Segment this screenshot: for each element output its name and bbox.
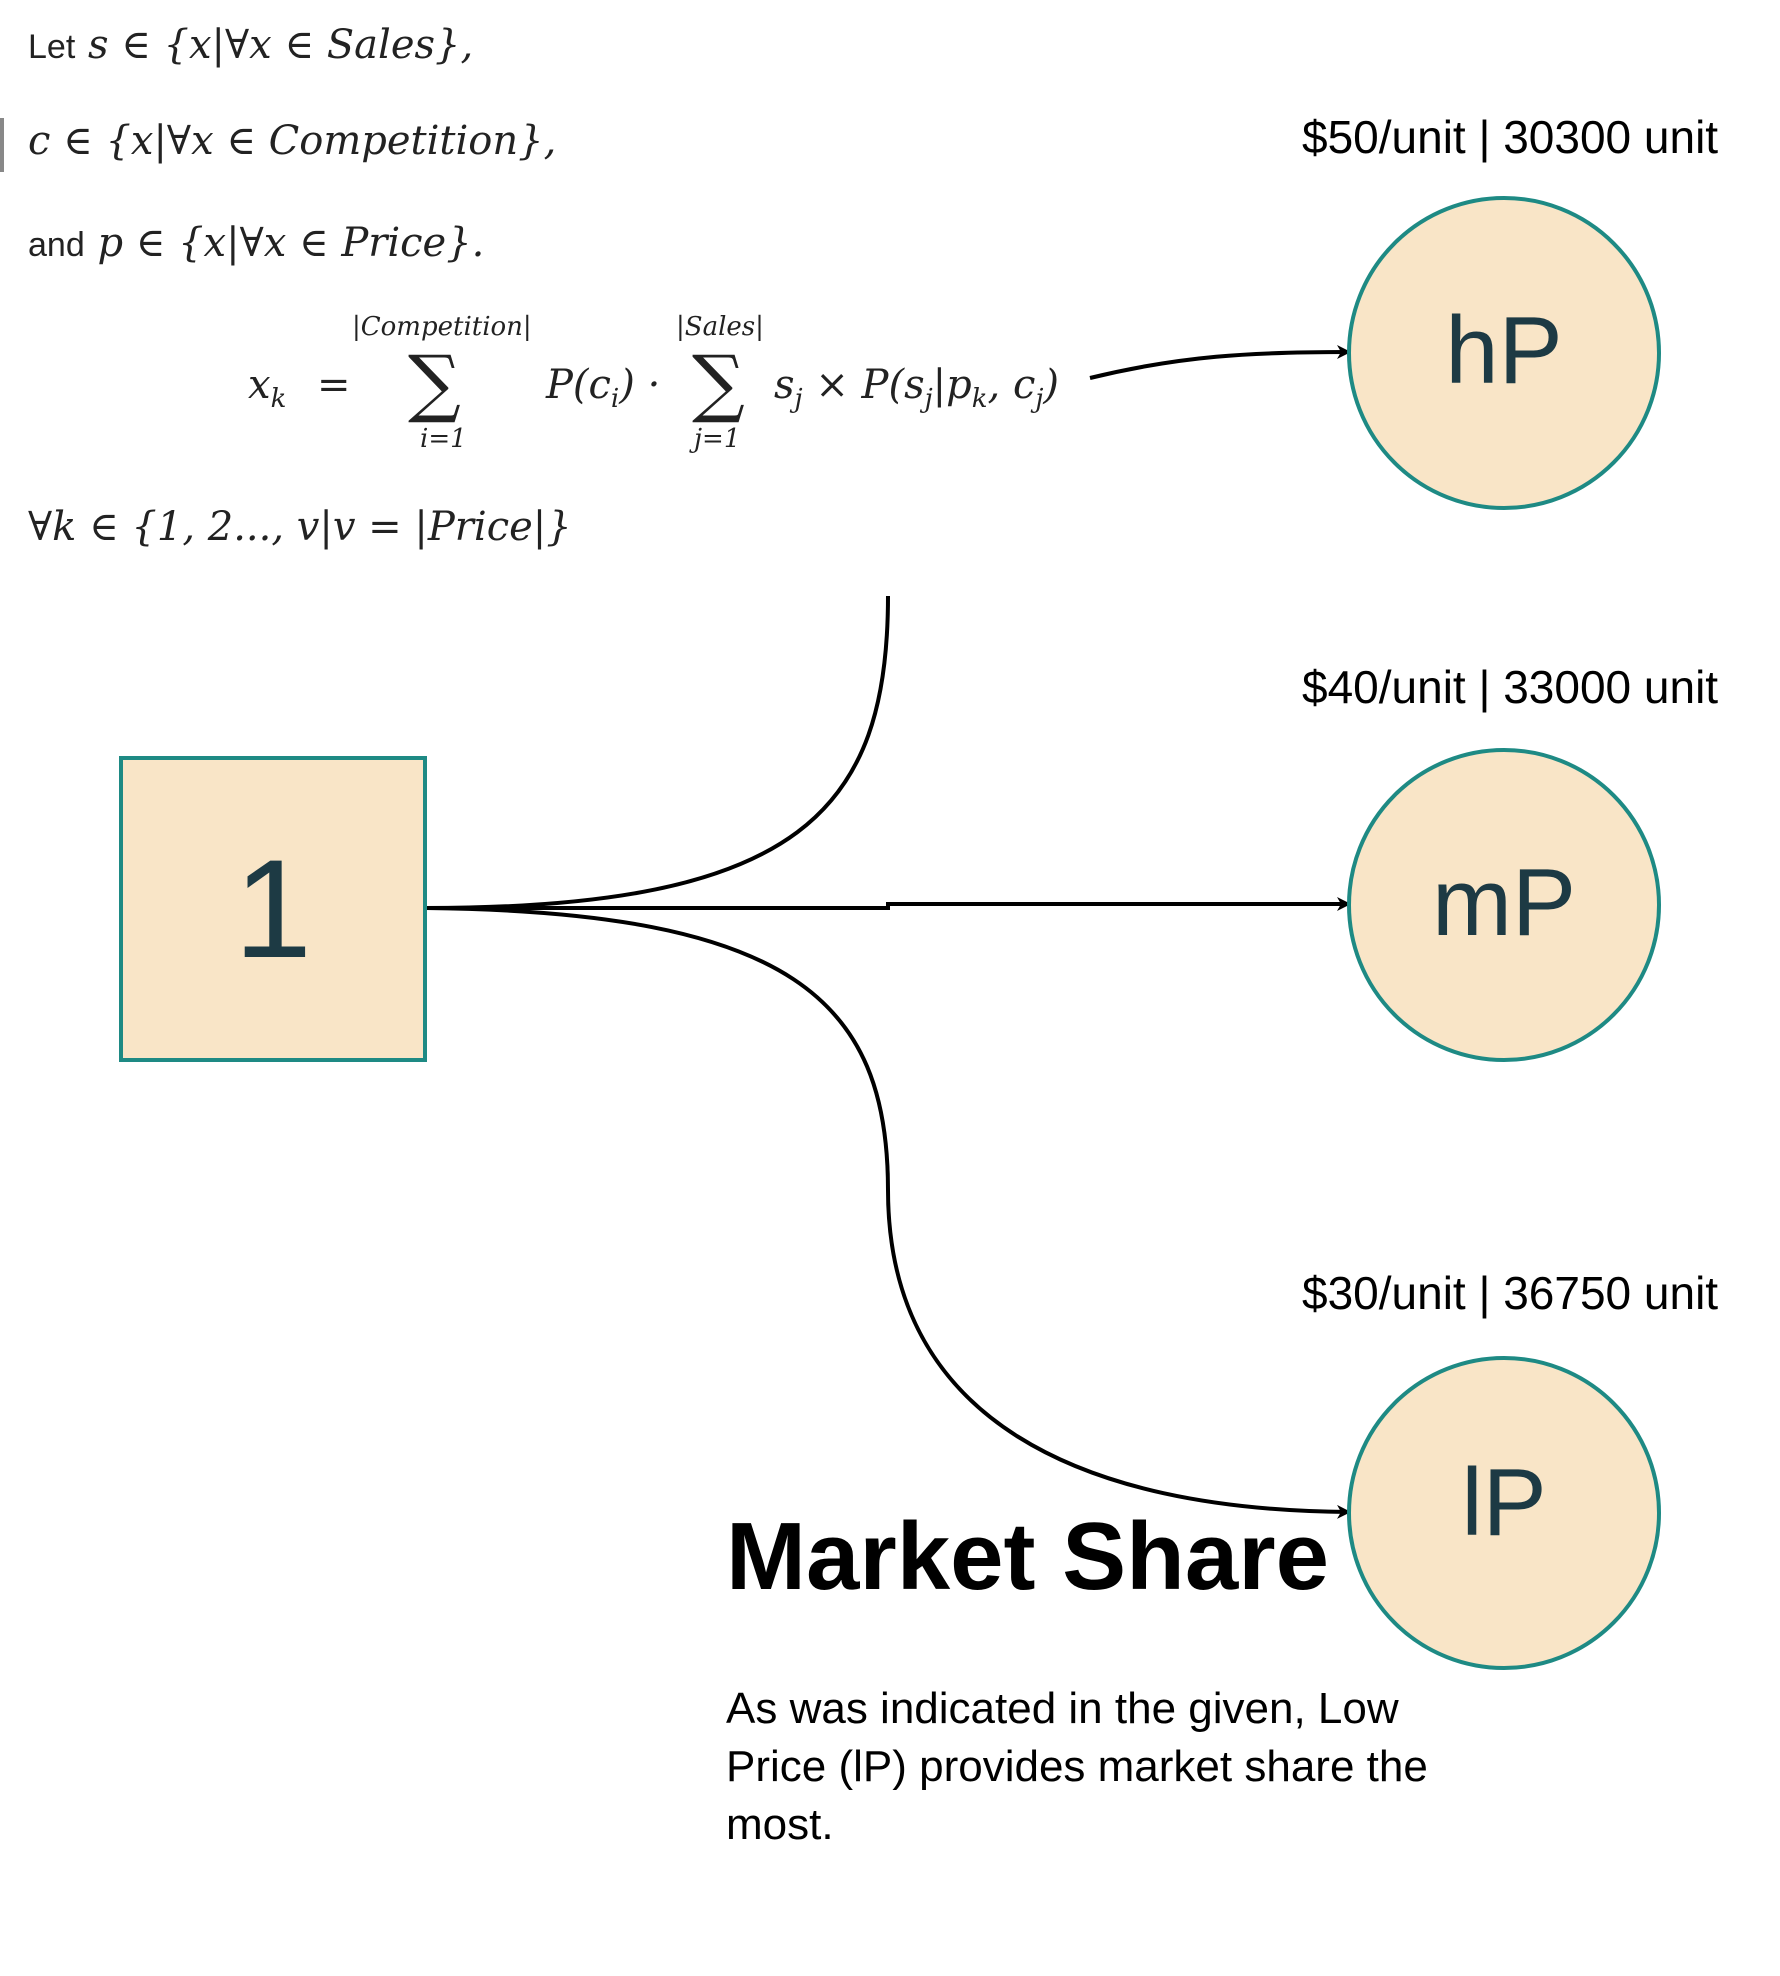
definition-competition-set: c ∈ {x|∀x ∈ Competition}, — [28, 118, 557, 164]
edge-formula-to-hp — [1089, 345, 1351, 380]
outcome-node-hp — [1347, 196, 1661, 510]
price-label-mp: $40/unit | 33000 unit — [1302, 661, 1719, 713]
formula-term-pc: P(ci) · — [546, 362, 661, 414]
outcome-node-mp — [1347, 748, 1661, 1062]
definition-price-set: p ∈ {x|∀x ∈ Price}. — [97, 220, 485, 266]
decision-node-box — [119, 756, 427, 1062]
definition-prefix-and: and — [28, 226, 85, 264]
edge-box-to-formula — [425, 595, 890, 910]
outcome-node-lp — [1347, 1356, 1661, 1670]
sum1-upper-limit: |Competition| — [352, 312, 532, 342]
definition-line-3: and p ∈ {x|∀x ∈ Price}. — [28, 220, 484, 266]
definition-line-1: Let s ∈ {x|∀x ∈ Sales}, — [28, 22, 473, 68]
formula-equals: = — [317, 362, 351, 408]
edge-box-to-lp — [425, 906, 1351, 1519]
outcome-label-mp: mP — [1432, 849, 1576, 956]
sum1-lower-limit: i=1 — [420, 424, 467, 454]
decision-node-label: 1 — [234, 830, 312, 987]
sum1-symbol: ∑ — [408, 340, 461, 426]
formula-lhs: xk = — [248, 362, 351, 414]
price-label-lp: $30/unit | 36750 unit — [1302, 1267, 1719, 1319]
text-cursor-bar — [0, 118, 4, 172]
outcome-label-lp: lP — [1461, 1449, 1547, 1556]
market-share-title: Market Share — [726, 1503, 1329, 1610]
sum2-lower-limit: j=1 — [694, 424, 741, 454]
edge-box-to-mp — [426, 897, 1351, 911]
outcome-label-hp: hP — [1445, 297, 1563, 404]
price-label-hp: $50/unit | 30300 unit — [1302, 111, 1719, 163]
sum2-symbol: ∑ — [692, 340, 745, 426]
formula-term-s-product: sj × P(sj|pk, cj) — [774, 362, 1060, 414]
definition-prefix-let: Let — [28, 28, 76, 66]
definition-line-2: c ∈ {x|∀x ∈ Competition}, — [28, 118, 556, 164]
sum2-upper-limit: |Sales| — [676, 312, 764, 342]
market-share-description: As was indicated in the given, Low Price… — [726, 1684, 1428, 1849]
definition-sales-set: s ∈ {x|∀x ∈ Sales}, — [87, 22, 474, 68]
formula-domain: ∀k ∈ {1, 2..., v|v = |Price|} — [28, 504, 572, 550]
